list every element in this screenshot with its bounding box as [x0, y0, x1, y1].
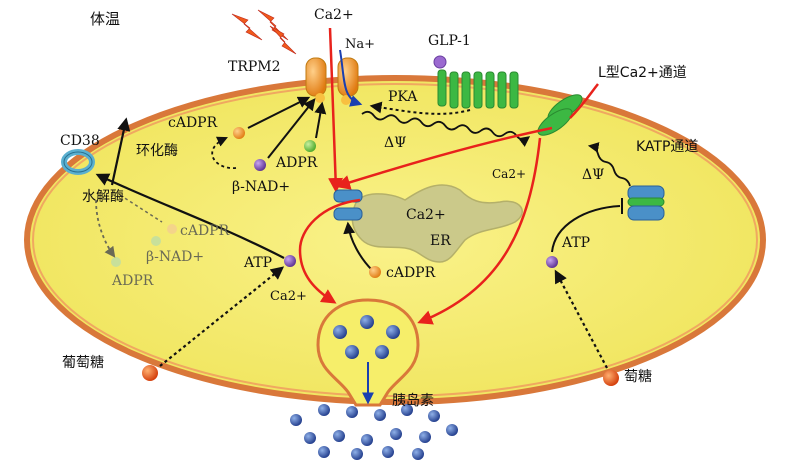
adpr-to-trpm2 — [267, 98, 316, 159]
cell-membrane-inner — [32, 83, 758, 397]
atp-inhibits-katp — [551, 205, 621, 253]
ca-influx-trpm2 — [328, 27, 344, 193]
adpr-mid-label: ADPR — [276, 155, 318, 171]
cd38-ring-icon — [61, 149, 95, 175]
cadpr-faded-dot — [167, 224, 177, 234]
atp-right-dot — [546, 256, 558, 268]
hydrolase-label: 水解酶 — [82, 189, 124, 205]
er-ca-release — [298, 198, 361, 251]
bnad-faded-dot — [151, 236, 161, 246]
endoplasmic-reticulum — [351, 184, 523, 263]
glp1-label: GLP-1 — [428, 33, 471, 49]
delta-psi-1-label: ΔΨ — [384, 135, 407, 151]
ca-er-label: Ca2+ — [406, 207, 446, 223]
released-insulin — [290, 404, 458, 460]
katp-label: KATP通道 — [636, 139, 699, 155]
adpr-faded-label: ADPR — [112, 273, 154, 289]
atp-left-label: ATP — [244, 255, 273, 271]
glp1-receptor-icon — [433, 55, 519, 109]
bnad-dotted-arrow — [211, 136, 237, 169]
cadpr-to-trpm2 — [247, 96, 311, 129]
ca-top-label: Ca2+ — [314, 7, 354, 23]
ca-to-vesicle-left — [298, 249, 337, 304]
delta-psi-2-label: ΔΨ — [582, 167, 605, 183]
cadpr-faded-label: cADPR — [180, 223, 230, 239]
l-type-red-line — [569, 83, 599, 119]
er-label: ER — [430, 233, 451, 249]
cadpr-top-label: cADPR — [168, 115, 218, 131]
adpr-mid-dot — [254, 159, 266, 171]
ltype-ca-to-er — [335, 126, 553, 190]
trpm2-label: TRPM2 — [228, 59, 281, 75]
heat-lightning-icon — [231, 9, 297, 55]
wave-katp-to-ltype — [587, 142, 631, 187]
hydrolase-dotted-arrow — [95, 199, 116, 258]
ca-low-label: Ca2+ — [270, 289, 307, 304]
glucose-right-to-atp — [554, 269, 608, 369]
cadpr-top-dot — [233, 127, 245, 139]
hydrolase-dotted-2 — [119, 194, 163, 223]
ca-mid-label: Ca2+ — [492, 167, 527, 181]
bnad-faded-label: β-NAD+ — [146, 249, 205, 265]
glucose-left-label: 葡萄糖 — [62, 355, 104, 371]
glucose-right-dot — [603, 370, 619, 386]
glucose-left-dot — [142, 365, 158, 381]
adpr-green-dot — [304, 140, 316, 152]
atp-left-dot — [284, 255, 296, 267]
cadpr-er-label: cADPR — [386, 265, 436, 281]
wave-pka-to-ltype — [361, 110, 531, 147]
cyclase-label: 环化酶 — [136, 143, 178, 159]
glucose-right-label: 萄糖 — [624, 369, 652, 385]
l-channel-label: L型Ca2+通道 — [598, 65, 687, 81]
ltype-ca-to-vesicle — [417, 137, 542, 325]
insulin-label: 胰岛素 — [392, 393, 434, 409]
bnad-mid-label: β-NAD+ — [232, 179, 291, 195]
na-label: Na+ — [345, 37, 376, 52]
glucose-left-to-atp — [159, 266, 285, 367]
cyclase-arrow — [110, 117, 131, 186]
cadpr-er-dot — [369, 266, 381, 278]
atp-to-cd38 — [95, 173, 285, 259]
na-influx — [339, 49, 363, 107]
atp-right-label: ATP — [562, 235, 591, 251]
vesicle-granules — [333, 315, 400, 359]
cadpr-to-ryanodine — [343, 221, 373, 271]
adpr-green-to-trpm2 — [314, 101, 327, 139]
adpr-faded-dot — [111, 257, 121, 267]
pka-label: PKA — [388, 89, 418, 105]
body-temp-label: 体温 — [90, 10, 121, 28]
cd38-label: CD38 — [60, 133, 100, 149]
katp-channel-icon — [627, 185, 665, 221]
